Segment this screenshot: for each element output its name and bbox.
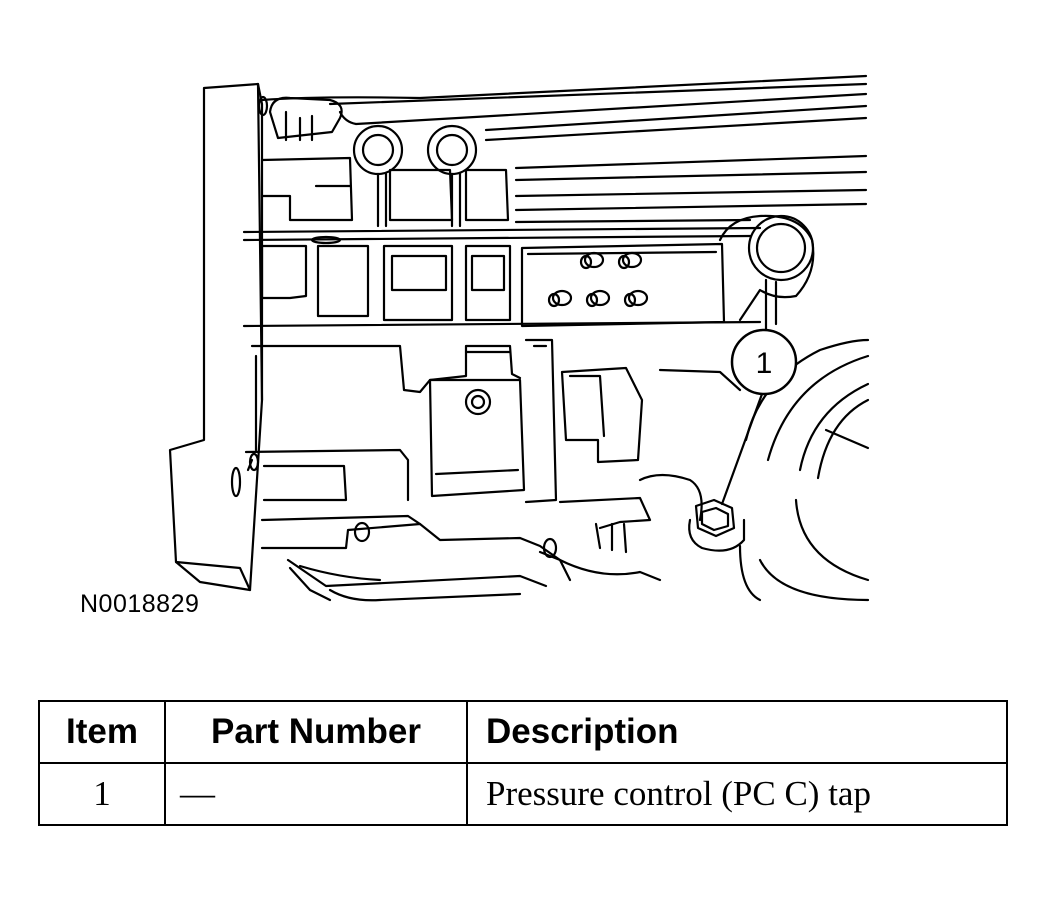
- center-plate: [428, 378, 526, 498]
- header-part-number: Part Number: [164, 700, 468, 764]
- figure-id: N0018829: [80, 590, 200, 618]
- pressure-control-tap-bolt: [688, 498, 746, 552]
- cell-part-number: —: [164, 762, 468, 826]
- transmission-case-illustration: 1: [168, 74, 870, 602]
- table-row: 1 — Pressure control (PC C) tap: [38, 762, 1008, 826]
- callout-1: 1: [730, 328, 798, 396]
- callout-leader-line: [720, 392, 764, 506]
- parts-table: Item Part Number Description 1 — Pressur…: [38, 700, 1008, 826]
- header-item: Item: [38, 700, 166, 764]
- cell-item: 1: [38, 762, 166, 826]
- bolt-group: [547, 251, 649, 308]
- header-description: Description: [466, 700, 1008, 764]
- cell-description: Pressure control (PC C) tap: [466, 762, 1008, 826]
- port-top-right: [426, 124, 478, 176]
- callout-1-number: 1: [756, 347, 773, 380]
- port-top-left: [352, 124, 404, 176]
- port-right-boss: [747, 214, 815, 282]
- table-header-row: Item Part Number Description: [38, 700, 1008, 764]
- case-end-flange: [168, 82, 264, 592]
